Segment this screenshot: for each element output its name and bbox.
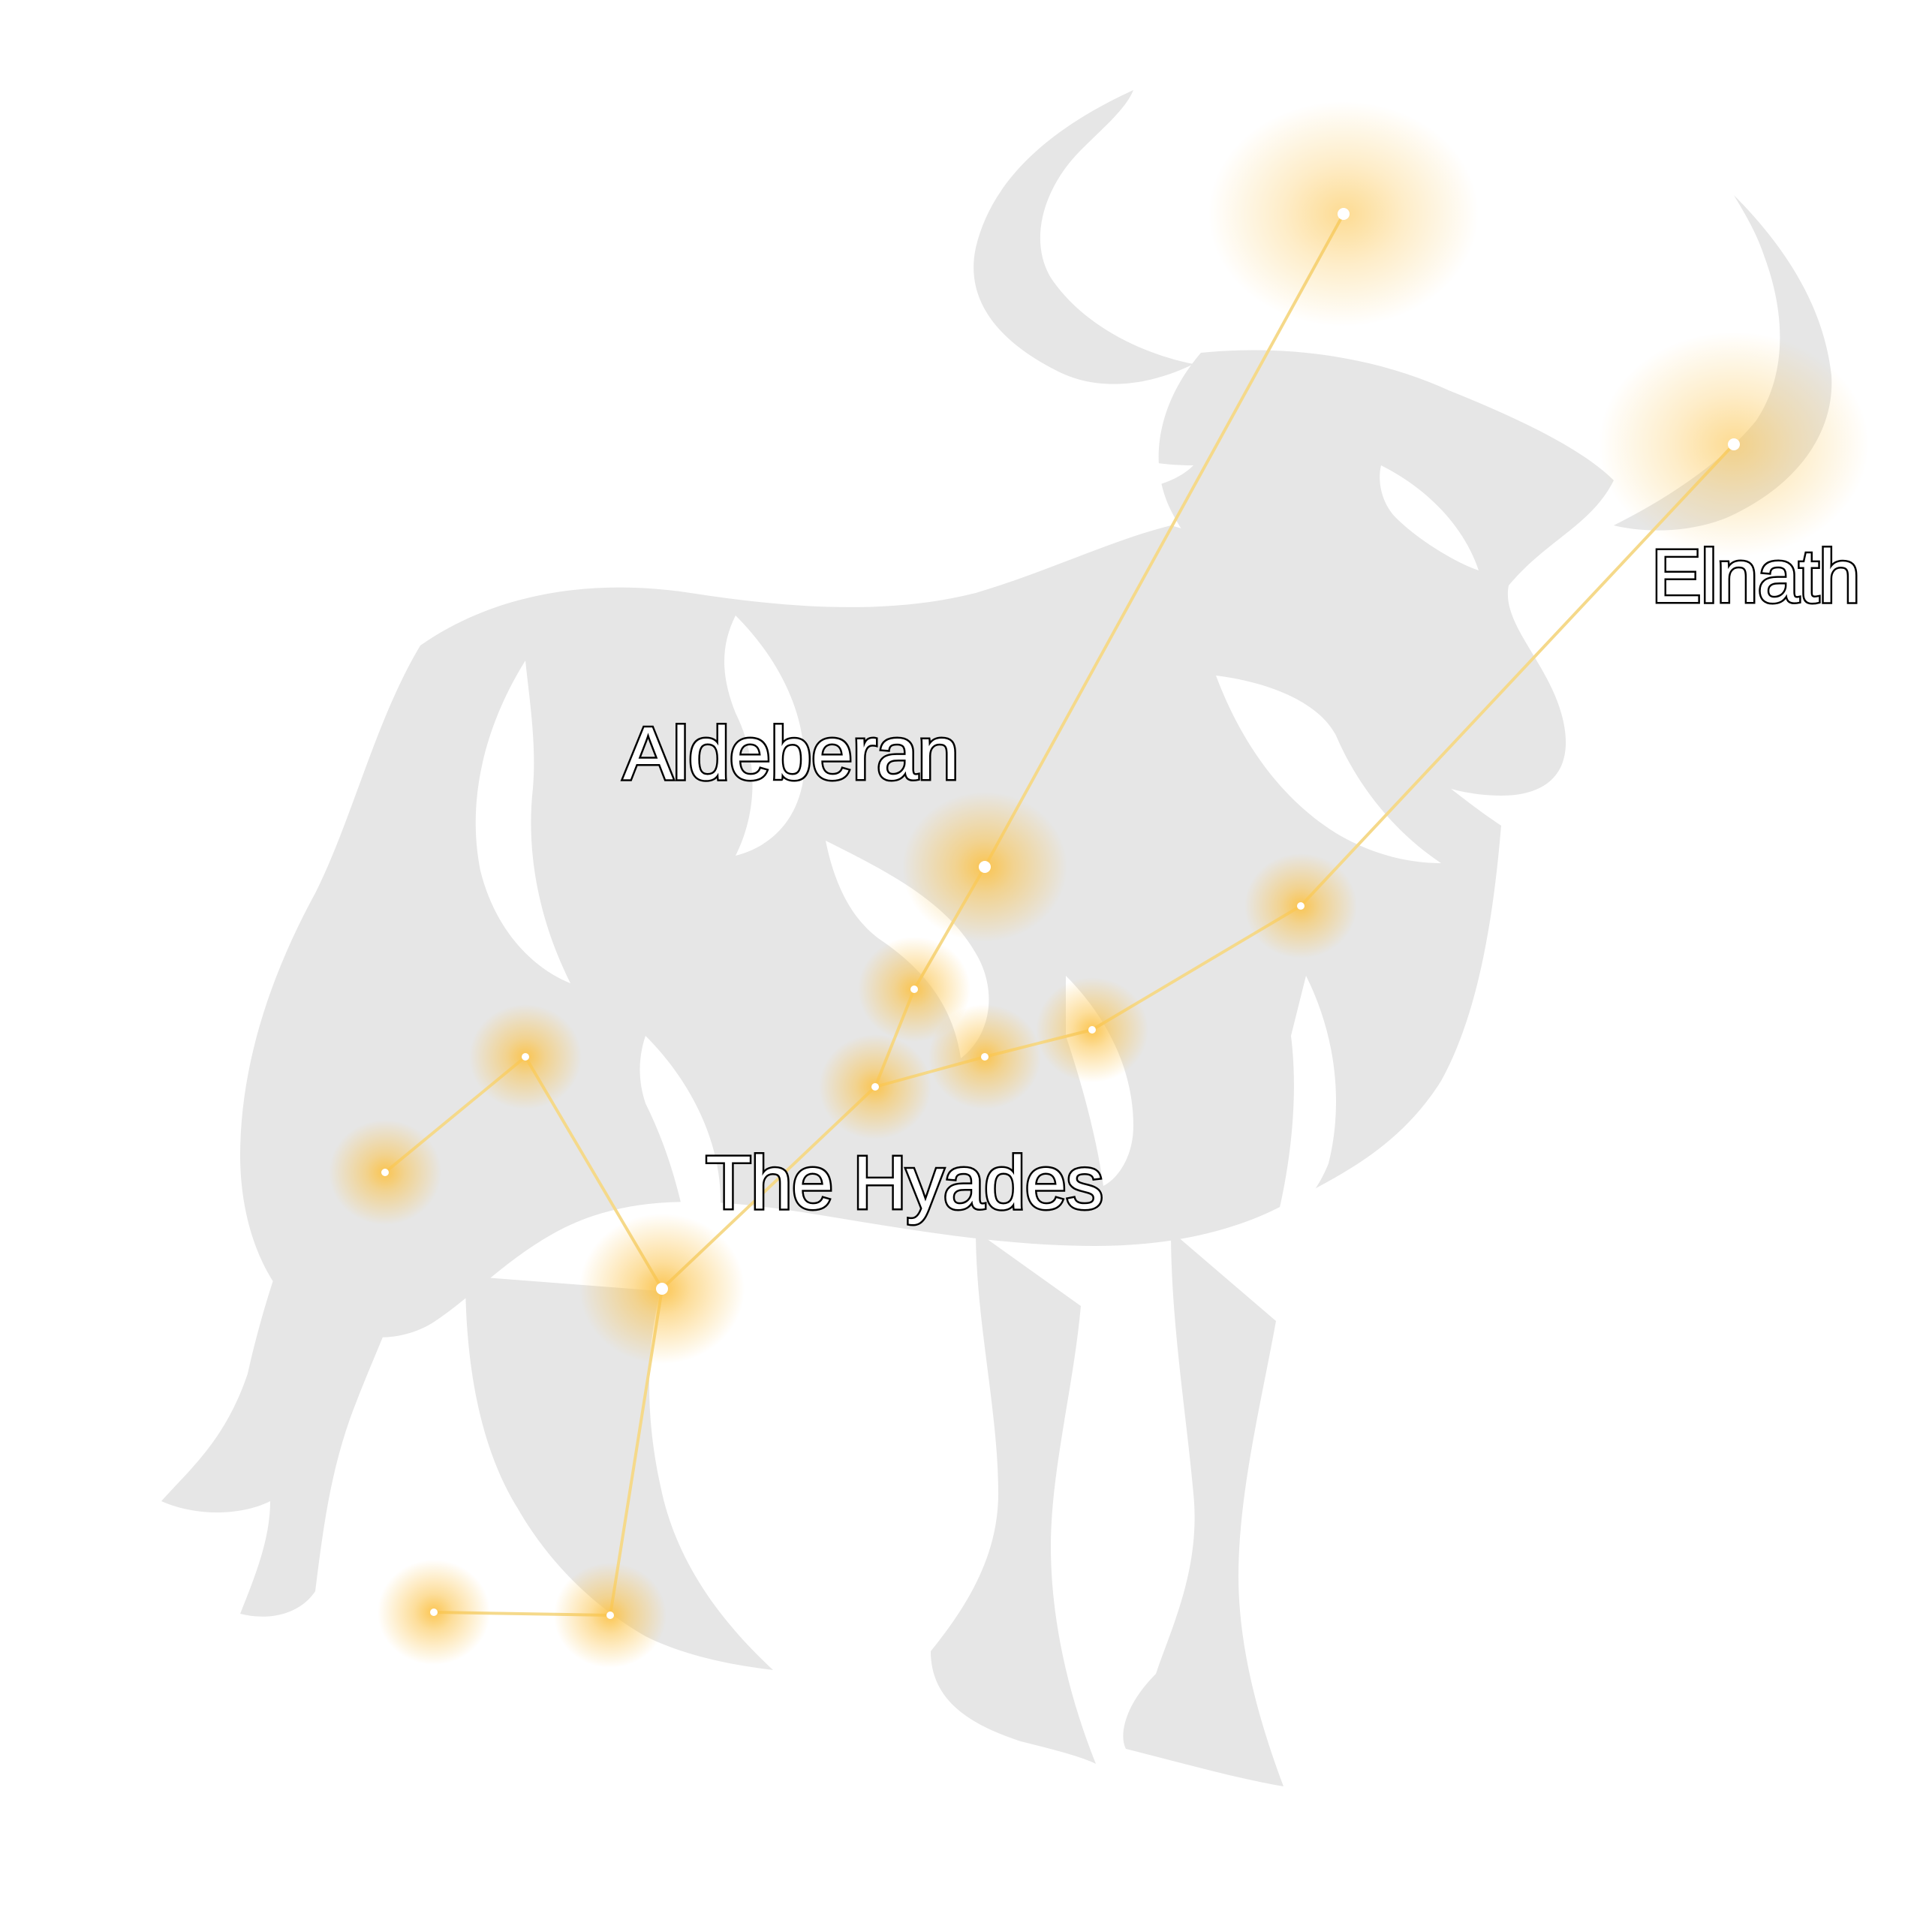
star-hip1: [522, 1053, 529, 1061]
star-aldebaran: [979, 861, 991, 873]
star-hy2: [1088, 1026, 1096, 1034]
label-aldebaran: Aldeberan: [623, 712, 958, 796]
bull-cut-1: [724, 615, 805, 856]
star-belly: [656, 1283, 668, 1295]
bull-head: [1158, 350, 1614, 796]
star-top: [1338, 208, 1350, 220]
star-hy3: [981, 1053, 989, 1061]
constellation-line-top-aldebaran: [983, 212, 1345, 868]
label-hyades: The Hyades: [706, 1141, 1103, 1225]
bull-cut-9: [1380, 465, 1479, 570]
star-hy4: [871, 1083, 879, 1091]
bull-cut-7: [1276, 976, 1336, 1223]
bull-cut-5: [639, 1036, 721, 1253]
bull-rear-leg: [161, 1171, 420, 1617]
star-hip2: [381, 1169, 389, 1176]
bull-left-horn: [974, 90, 1193, 384]
bull-rear-leg-2: [465, 1276, 773, 1670]
bull-cut-2: [475, 661, 570, 983]
star-hy1: [910, 986, 918, 993]
star-rightArm: [1297, 902, 1305, 910]
constellation-stars: [329, 101, 1869, 1668]
star-elnath: [1728, 438, 1740, 450]
star-foot1: [606, 1612, 614, 1619]
bull-cut-8: [1036, 420, 1193, 491]
bull-front-leg-right: [1123, 1231, 1283, 1786]
label-elnath: Elnath: [1651, 534, 1860, 618]
star-foot2: [430, 1608, 438, 1616]
bull-front-leg-left: [931, 1231, 1096, 1764]
